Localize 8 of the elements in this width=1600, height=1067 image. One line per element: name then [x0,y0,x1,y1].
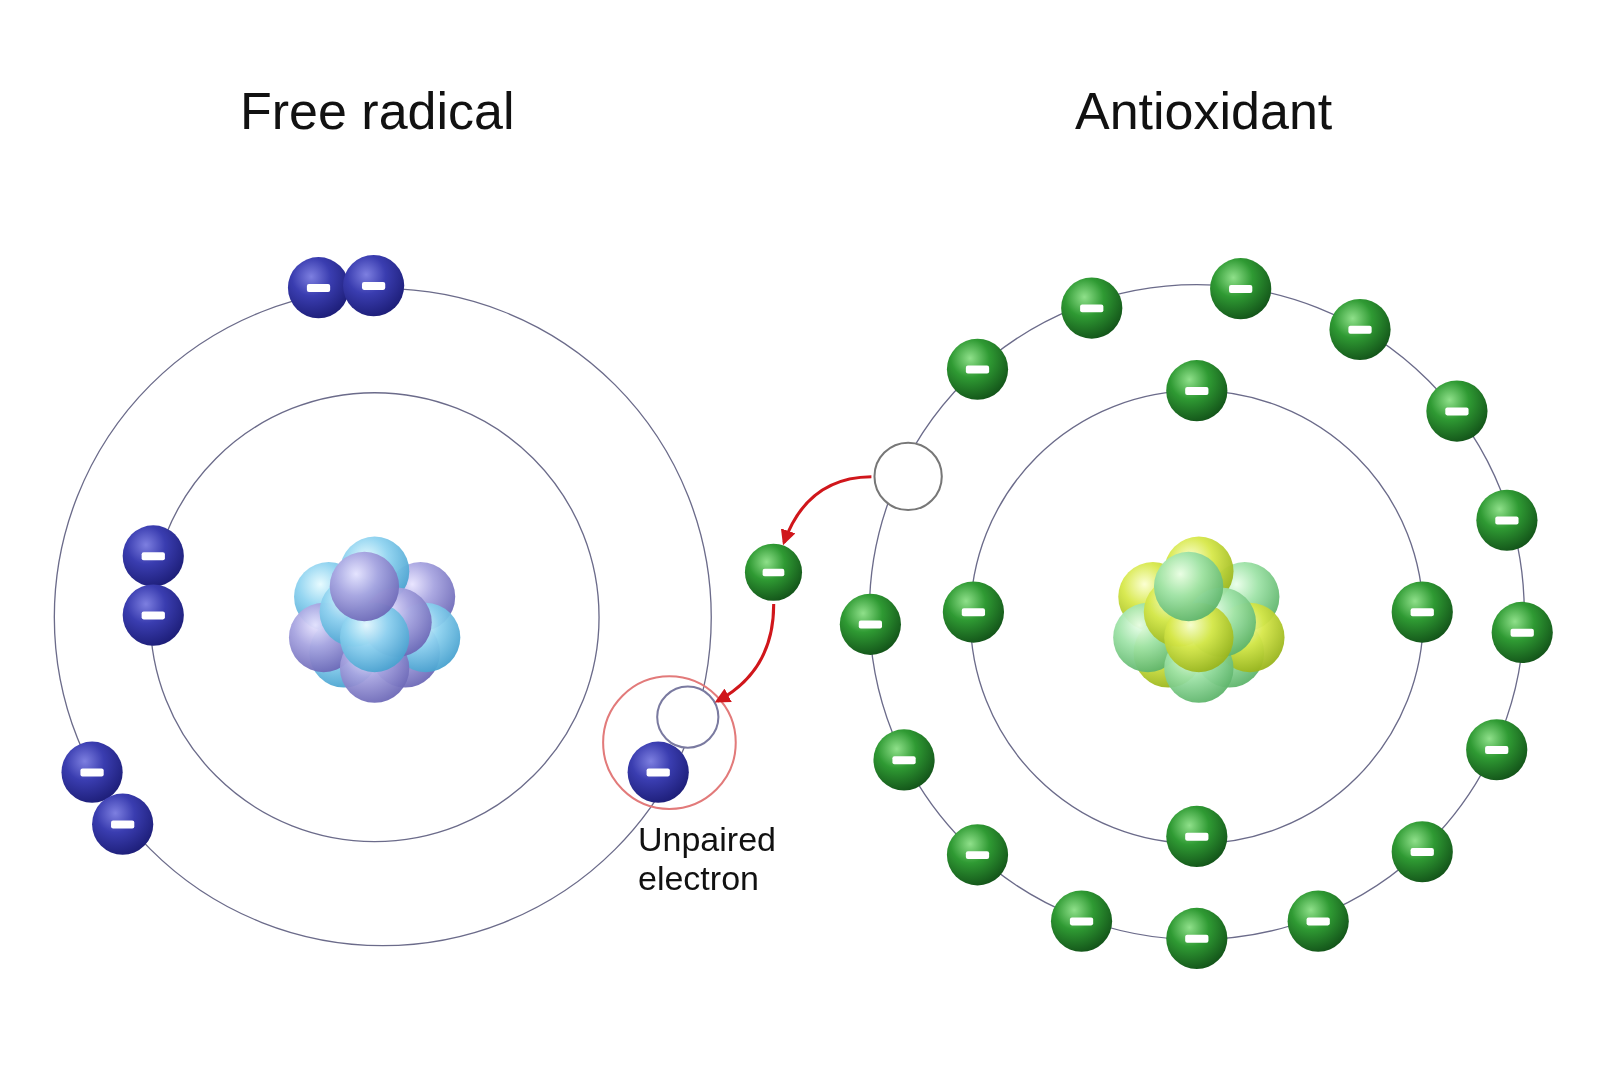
curved-arrow [714,603,776,703]
heading: Free radical [240,82,516,142]
curved-arrow [781,475,872,546]
vacancy-circle [873,441,943,512]
vacancy-circle [656,685,720,749]
callout-label: Unpaired electron [638,820,777,899]
heading: Antioxidant [1075,82,1334,142]
electron-icon [744,543,803,601]
